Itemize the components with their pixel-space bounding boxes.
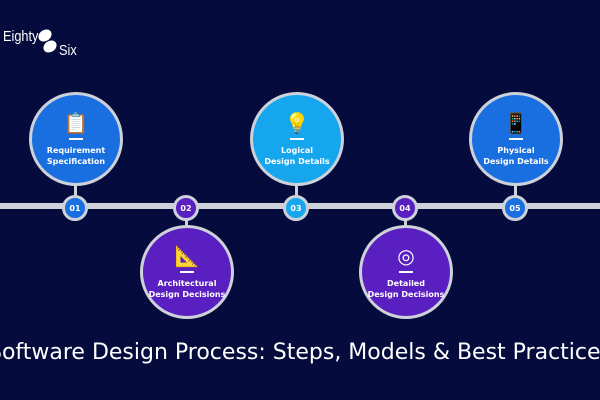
connector: [74, 185, 77, 197]
divider: [69, 137, 83, 140]
step-number-3: 03: [283, 195, 309, 221]
step-label: Logical: [281, 145, 313, 155]
step-label: Physical: [497, 145, 535, 155]
step-label: Design Details: [264, 156, 330, 166]
connector: [404, 215, 407, 227]
step-label: Detailed: [387, 278, 425, 288]
step-number-5: 05: [502, 195, 528, 221]
clipboard-gear-icon: 📋: [63, 110, 89, 135]
divider: [509, 137, 523, 140]
page-title: Software Design Process: Steps, Models &…: [0, 340, 600, 365]
step-label: Requirement: [46, 145, 106, 155]
devices-icon: 📱: [503, 110, 529, 135]
step-label: Architectural: [157, 278, 217, 288]
step-number-4: 04: [392, 195, 418, 221]
connector: [185, 215, 188, 227]
target-arrows-icon: ◎: [397, 243, 415, 268]
logo-text-eighty: Eighty: [3, 28, 39, 45]
logo: Eighty Six: [3, 26, 83, 60]
step-label: Design Details: [483, 156, 549, 166]
logo-text-six: Six: [59, 42, 77, 59]
divider: [290, 137, 304, 140]
connector: [514, 185, 517, 197]
bulb-vector-icon: 💡: [284, 110, 310, 135]
step-label: Design Decisions: [367, 289, 445, 299]
step-label: Design Decisions: [148, 289, 226, 299]
divider: [180, 270, 194, 273]
drafting-compass-icon: 📐: [174, 243, 200, 268]
step-number-1: 01: [62, 195, 88, 221]
connector: [295, 185, 298, 197]
step-label: Specification: [46, 156, 106, 166]
divider: [399, 270, 413, 273]
step-number-2: 02: [173, 195, 199, 221]
